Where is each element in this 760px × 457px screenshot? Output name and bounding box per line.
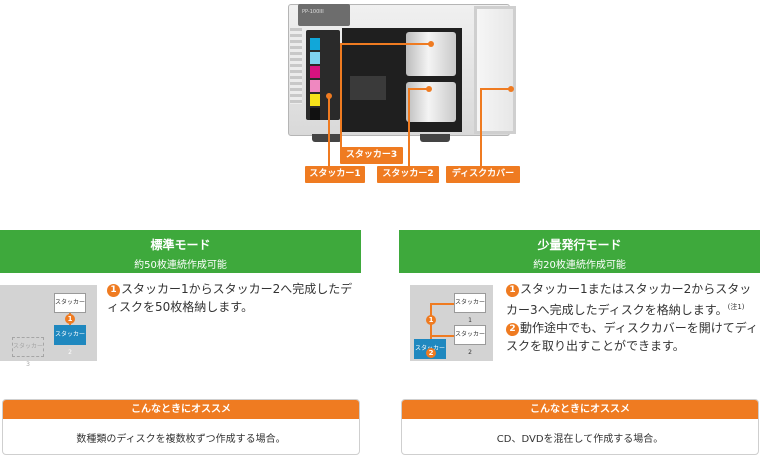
recommend-text: 数種類のディスクを複数枚ずつ作成する場合。: [76, 434, 286, 445]
callout-dot-stacker3: [428, 41, 434, 47]
label-stacker3: スタッカー3: [340, 147, 403, 164]
callout-dot-cover: [508, 86, 514, 92]
callout-line-stacker3-h: [340, 43, 430, 45]
disc-tray: [350, 76, 386, 100]
callout-dot-stacker2: [426, 86, 432, 92]
description-text-2: 動作途中でも、ディスクカバーを開けてディスクを取り出すことができます。: [506, 321, 758, 353]
diagram-badge-2: 2: [426, 348, 436, 358]
printer-vent: [290, 28, 302, 104]
ink-black: [310, 108, 320, 120]
callout-line-stacker2-h: [408, 88, 428, 90]
description-text-1: スタッカー1またはスタッカー2からスタッカー3へ完成したディスクを格納します。: [506, 282, 752, 317]
description-badge-2: 2: [506, 323, 519, 336]
callout-line-stacker2-v: [408, 88, 410, 166]
diagram-badge-1: 1: [426, 315, 436, 325]
description-badge-1: 1: [107, 284, 120, 297]
diagram-stacker1: スタッカー1: [54, 293, 86, 324]
small-lot-mode-header: 少量発行モード 約20枚連続作成可能: [399, 230, 760, 273]
ink-yellow: [310, 94, 320, 106]
callout-dot-stacker1: [326, 93, 332, 99]
model-label: PP-100III: [302, 9, 324, 15]
label-disc-cover: ディスクカバー: [446, 166, 520, 183]
callout-line-cover-h: [480, 88, 510, 90]
diagram-arrow-top: [430, 303, 454, 305]
standard-mode-title: 標準モード: [150, 238, 211, 252]
small-lot-mode-subtitle: 約20枚連続作成可能: [533, 260, 626, 271]
label-stacker2: スタッカー2: [377, 166, 439, 183]
label-stacker1: スタッカー1: [305, 166, 365, 183]
printer-interior: [342, 28, 462, 132]
diagram-badge-1: 1: [65, 314, 75, 324]
diagram-stacker2: スタッカー2: [454, 325, 486, 356]
diagram-stacker2: スタッカー2: [54, 325, 86, 356]
ink-light-magenta: [310, 80, 320, 92]
standard-mode-recommend: こんなときにオススメ 数種類のディスクを複数枚ずつ作成する場合。: [2, 399, 360, 455]
callout-line-cover-v: [480, 88, 482, 166]
diagram-arrow-mid: [430, 335, 454, 337]
printer-control-panel: PP-100III: [298, 4, 350, 26]
recommend-text: CD、DVDを混在して作成する場合。: [496, 434, 664, 445]
description-note: (注1): [727, 303, 745, 311]
ink-cartridge-bay: [306, 30, 340, 120]
small-lot-mode-recommend: こんなときにオススメ CD、DVDを混在して作成する場合。: [401, 399, 759, 455]
disc-stack-upper: [406, 32, 456, 76]
standard-mode-header: 標準モード 約50枚連続作成可能: [0, 230, 361, 273]
printer-foot-right: [420, 134, 450, 142]
printer-foot-left: [312, 134, 342, 142]
ink-magenta: [310, 66, 320, 78]
description-badge-1: 1: [506, 284, 519, 297]
disc-cover: [474, 6, 516, 134]
diagram-stacker1: スタッカー1: [454, 293, 486, 324]
callout-line-stacker1-v: [328, 96, 330, 166]
ink-cyan: [310, 38, 320, 50]
standard-mode-diagram: スタッカー1 1 スタッカー2 スタッカー3: [0, 285, 97, 368]
disc-publisher-illustration: PP-100III: [262, 0, 524, 190]
recommend-title: こんなときにオススメ: [402, 400, 758, 419]
small-lot-mode-title: 少量発行モード: [537, 238, 622, 252]
small-lot-mode-diagram: スタッカー1 スタッカー2 1 スタッカー3 2: [410, 285, 493, 370]
callout-line-stacker3-v: [340, 43, 342, 149]
diagram-stacker3-ghost: スタッカー3: [12, 337, 44, 368]
ink-light-cyan: [310, 52, 320, 64]
standard-mode-subtitle: 約50枚連続作成可能: [134, 260, 227, 271]
description-text: スタッカー1からスタッカー2へ完成したディスクを50枚格納します。: [107, 282, 353, 314]
recommend-title: こんなときにオススメ: [3, 400, 359, 419]
